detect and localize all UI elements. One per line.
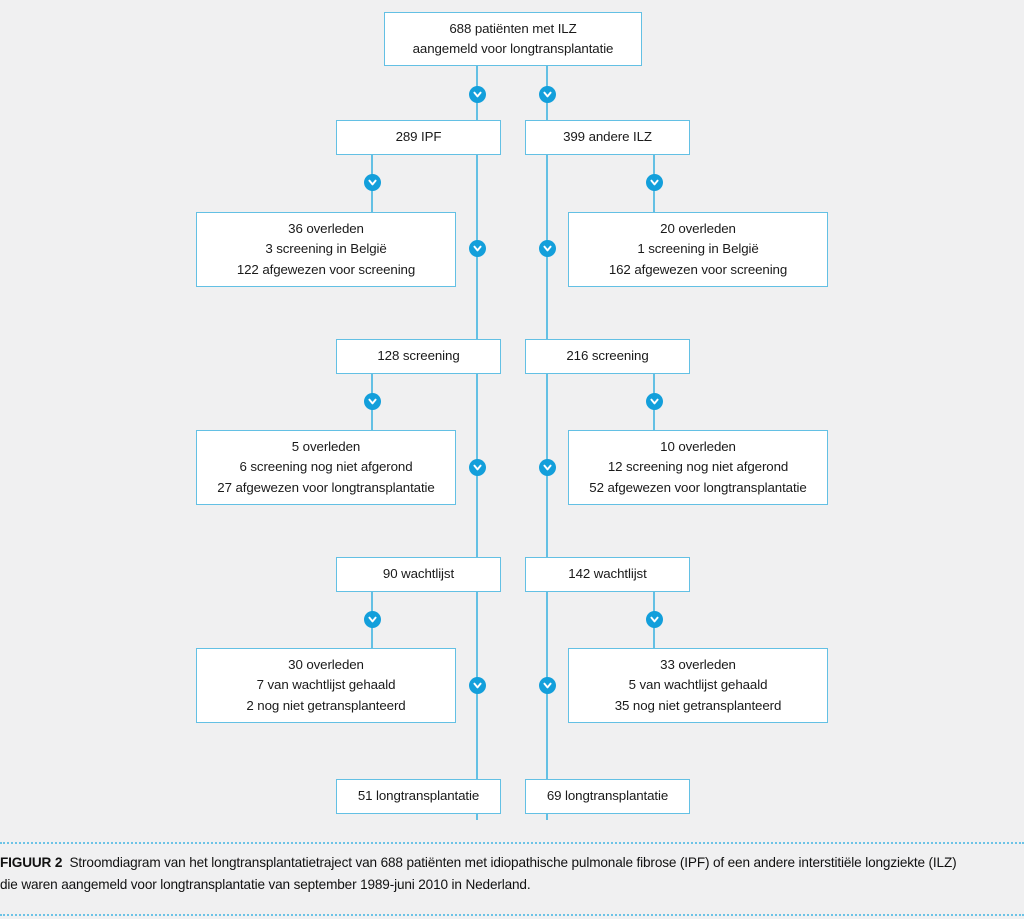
node-other-exclusions-1-line-1: 20 overleden bbox=[660, 221, 736, 237]
node-ipf-exclusions-2-line-3: 27 afgewezen voor longtransplantatie bbox=[217, 479, 435, 495]
arrow-other-to-screening bbox=[539, 240, 556, 257]
arrow-root-to-ipf bbox=[469, 86, 486, 103]
node-ipf-exclusions-1: 36 overleden 3 screening in België 122 a… bbox=[196, 212, 456, 287]
node-other-exclusions-2-line-1: 10 overleden bbox=[660, 439, 736, 455]
arrow-ipf-to-screening bbox=[469, 240, 486, 257]
arrow-ipf-to-waitlist bbox=[469, 459, 486, 476]
node-other-transplant: 69 longtransplantatie bbox=[525, 779, 690, 814]
node-other-exclusions-1-line-2: 1 screening in België bbox=[637, 241, 759, 257]
figure-caption: FIGUUR 2 Stroomdiagram van het longtrans… bbox=[0, 838, 1024, 919]
arrow-ipf-to-exclusions-3 bbox=[364, 611, 381, 628]
node-ipf-exclusions-3-line-3: 2 nog niet getransplanteerd bbox=[246, 697, 406, 713]
node-other-exclusions-3: 33 overleden 5 van wachtlijst gehaald 35… bbox=[568, 648, 828, 723]
node-ipf-transplant-line-1: 51 longtransplantatie bbox=[357, 788, 480, 804]
node-ipf-waitlist: 90 wachtlijst bbox=[336, 557, 501, 592]
node-ipf-exclusions-2: 5 overleden 6 screening nog niet afgeron… bbox=[196, 430, 456, 505]
node-other-exclusions-2-line-2: 12 screening nog niet afgerond bbox=[607, 459, 789, 475]
node-ipf-exclusions-3-line-2: 7 van wachtlijst gehaald bbox=[256, 677, 396, 693]
caption-line-1: FIGUUR 2 Stroomdiagram van het longtrans… bbox=[0, 852, 1024, 874]
arrow-ipf-to-transplant bbox=[469, 677, 486, 694]
node-other-exclusions-3-line-1: 33 overleden bbox=[660, 657, 736, 673]
node-ipf-exclusions-3-line-1: 30 overleden bbox=[288, 657, 364, 673]
node-root-line-1: 688 patiënten met ILZ bbox=[449, 20, 577, 36]
arrow-other-to-exclusions-2 bbox=[646, 393, 663, 410]
arrow-ipf-to-exclusions-1 bbox=[364, 174, 381, 191]
node-root: 688 patiënten met ILZ aangemeld voor lon… bbox=[384, 12, 642, 66]
node-other-exclusions-2-line-3: 52 afgewezen voor longtransplantatie bbox=[589, 479, 807, 495]
node-ipf-exclusions-1-line-3: 122 afgewezen voor screening bbox=[236, 261, 416, 277]
node-other-screening-line-1: 216 screening bbox=[566, 348, 649, 364]
arrow-ipf-to-exclusions-2 bbox=[364, 393, 381, 410]
node-ipf-waitlist-line-1: 90 wachtlijst bbox=[382, 566, 455, 582]
node-ipf-exclusions-2-line-2: 6 screening nog niet afgerond bbox=[239, 459, 413, 475]
node-root-line-2: aangemeld voor longtransplantatie bbox=[412, 41, 614, 56]
connector-lines bbox=[370, 66, 656, 820]
node-ipf-exclusions-1-line-2: 3 screening in België bbox=[265, 241, 387, 257]
node-ipf-cohort: 289 IPF bbox=[336, 120, 501, 155]
node-other-screening: 216 screening bbox=[525, 339, 690, 374]
figure-label: FIGUUR 2 bbox=[0, 855, 63, 870]
arrow-root-to-other bbox=[539, 86, 556, 103]
node-ipf-cohort-line-1: 289 IPF bbox=[395, 129, 442, 145]
node-other-exclusions-3-line-2: 5 van wachtlijst gehaald bbox=[628, 677, 768, 693]
node-other-waitlist-line-1: 142 wachtlijst bbox=[568, 566, 647, 582]
arrow-other-to-exclusions-1 bbox=[646, 174, 663, 191]
node-other-cohort: 399 andere ILZ bbox=[525, 120, 690, 155]
node-other-cohort-line-1: 399 andere ILZ bbox=[563, 129, 652, 145]
caption-sentence-1: Stroomdiagram van het longtransplantatie… bbox=[69, 855, 957, 870]
arrow-other-to-waitlist bbox=[539, 459, 556, 476]
node-ipf-exclusions-1-line-1: 36 overleden bbox=[288, 221, 364, 237]
flowchart-diagram: 688 patiënten met ILZ aangemeld voor lon… bbox=[196, 12, 828, 820]
arrow-other-to-exclusions-3 bbox=[646, 611, 663, 628]
node-other-waitlist: 142 wachtlijst bbox=[525, 557, 690, 592]
node-other-transplant-line-1: 69 longtransplantatie bbox=[546, 788, 669, 804]
caption-rule-bottom bbox=[0, 914, 1024, 916]
node-ipf-transplant: 51 longtransplantatie bbox=[336, 779, 501, 814]
node-other-exclusions-3-line-3: 35 nog niet getransplanteerd bbox=[614, 697, 782, 713]
node-ipf-screening-line-1: 128 screening bbox=[377, 348, 460, 364]
caption-rule-top bbox=[0, 842, 1024, 844]
node-other-exclusions-1-line-3: 162 afgewezen voor screening bbox=[608, 261, 788, 277]
node-ipf-exclusions-3: 30 overleden 7 van wachtlijst gehaald 2 … bbox=[196, 648, 456, 723]
node-ipf-exclusions-2-line-1: 5 overleden bbox=[291, 439, 361, 455]
caption-text: FIGUUR 2 Stroomdiagram van het longtrans… bbox=[0, 852, 1024, 896]
arrow-other-to-transplant bbox=[539, 677, 556, 694]
caption-line-2: die waren aangemeld voor longtransplanta… bbox=[0, 877, 531, 893]
node-ipf-screening: 128 screening bbox=[336, 339, 501, 374]
node-other-exclusions-2: 10 overleden 12 screening nog niet afger… bbox=[568, 430, 828, 505]
node-other-exclusions-1: 20 overleden 1 screening in België 162 a… bbox=[568, 212, 828, 287]
